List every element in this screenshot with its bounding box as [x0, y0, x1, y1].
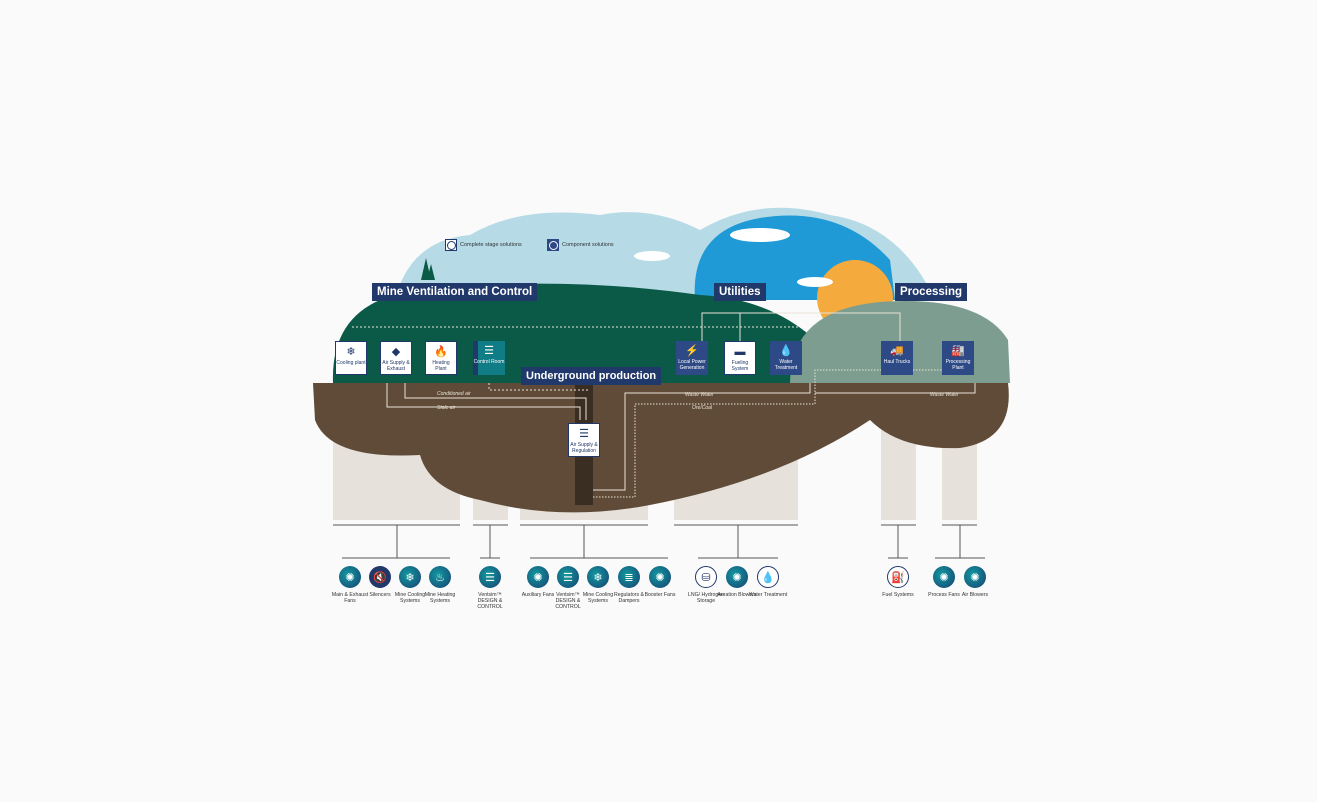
legend-component: Component solutions	[547, 239, 614, 251]
stage-box[interactable]: ⚡ Local Power Generation	[676, 341, 708, 375]
sliders-icon[interactable]: ☰	[557, 566, 579, 588]
fan-icon[interactable]: ✺	[726, 566, 748, 588]
factory-icon: 🏭	[951, 345, 965, 357]
lightning-icon: ⚡	[685, 345, 699, 357]
component-label: Auxiliary Fans	[521, 592, 555, 598]
snowflake-icon[interactable]: ❄	[587, 566, 609, 588]
stage-box-label: Local Power Generation	[678, 359, 706, 371]
component-label: Main & Exhaust Fans	[331, 592, 369, 604]
fan-icon[interactable]: ✺	[649, 566, 671, 588]
component-label: Water Treatment	[748, 592, 788, 598]
stage-box-label: Water Treatment	[774, 359, 798, 371]
flame-icon: 🔥	[434, 346, 448, 358]
component-label: Mine Cooling Systems	[582, 592, 614, 604]
brackets	[333, 524, 985, 559]
flow-waste-water: Waste Water	[685, 392, 714, 398]
flow-conditioned-air: Conditioned air	[437, 391, 471, 397]
sliders-icon[interactable]: ☰	[479, 566, 501, 588]
section-underground-production: Underground production	[521, 367, 662, 385]
water-drop-icon[interactable]: 💧	[757, 566, 779, 588]
flow-stale-air: Stale air	[437, 405, 456, 411]
tank-icon: ▬	[734, 346, 746, 358]
stage-box[interactable]: ☰ Control Room	[473, 341, 505, 375]
stage-box[interactable]: 💧 Water Treatment	[770, 341, 802, 375]
vent-icon: ☰	[579, 428, 589, 440]
stage-box-label: Haul Trucks	[883, 359, 911, 365]
component-label: Booster Fans	[644, 592, 676, 598]
stage-box[interactable]: ◆ Air Supply & Exhaust	[380, 341, 412, 375]
component-label: Mine Heating Systems	[424, 592, 456, 604]
stage-box[interactable]: ❄ Cooling plant	[335, 341, 367, 375]
component-label: LNG/ Hydrogen Storage	[687, 592, 725, 604]
component-label: Fuel Systems	[882, 592, 914, 598]
sliders-icon: ☰	[484, 345, 494, 357]
tank-icon[interactable]: ⛁	[695, 566, 717, 588]
stage-box-label: Processing Plant	[945, 359, 971, 371]
fan-icon: ◆	[391, 346, 401, 358]
legend-complete-stage: Complete stage solutions	[445, 239, 522, 251]
stage-box-label: Heating Plant	[432, 360, 450, 372]
fuel-pump-icon[interactable]: ⛽	[887, 566, 909, 588]
section-processing: Processing	[895, 283, 967, 301]
fan-icon[interactable]: ✺	[527, 566, 549, 588]
stage-box-label: Air Supply & Regulation	[570, 442, 598, 454]
stage-box[interactable]: ▬ Fueling System	[724, 341, 756, 375]
stage-box[interactable]: 🔥 Heating Plant	[425, 341, 457, 375]
fan-icon[interactable]: ✺	[933, 566, 955, 588]
component-label: Aeration Blowers	[717, 592, 757, 598]
circle-filled-icon	[547, 239, 559, 251]
section-utilities: Utilities	[714, 283, 766, 301]
stage-box[interactable]: ☰ Air Supply & Regulation	[568, 423, 600, 457]
legend-label: Complete stage solutions	[460, 242, 522, 248]
snowflake-icon: ❄	[346, 346, 356, 358]
flame-icon[interactable]: ♨	[429, 566, 451, 588]
circle-outline-icon	[445, 239, 457, 251]
flow-ore-coal: Ore/Coal	[692, 405, 713, 411]
component-label: Silencers	[369, 592, 391, 598]
stage-box-label: Cooling plant	[336, 360, 366, 366]
fan-icon[interactable]: ✺	[964, 566, 986, 588]
fan-icon[interactable]: ✺	[339, 566, 361, 588]
truck-icon: 🚚	[890, 345, 904, 357]
component-label: Ventsim™ DESIGN & CONTROL	[555, 592, 581, 610]
mute-icon[interactable]: 🔇	[369, 566, 391, 588]
stage-box-label: Control Room	[473, 359, 505, 365]
component-label: Air Blowers	[961, 592, 989, 598]
snowflake-icon[interactable]: ❄	[399, 566, 421, 588]
stage-box[interactable]: 🚚 Haul Trucks	[881, 341, 913, 375]
section-mine-ventilation: Mine Ventilation and Control	[372, 283, 538, 301]
component-label: Ventsim™ DESIGN & CONTROL	[477, 592, 503, 610]
component-label: Regulators & Dampers	[614, 592, 644, 604]
stage-box-label: Fueling System	[731, 360, 749, 372]
louver-icon[interactable]: ≣	[618, 566, 640, 588]
legend-label: Component solutions	[562, 242, 614, 248]
component-label: Process Fans	[928, 592, 960, 598]
stage-box-label: Air Supply & Exhaust	[382, 360, 410, 372]
component-label: Mine Cooling Systems	[394, 592, 426, 604]
water-drop-icon: 💧	[779, 345, 793, 357]
flow-waste-water-processing: Waste Water	[930, 392, 959, 398]
stage-box[interactable]: 🏭 Processing Plant	[942, 341, 974, 375]
